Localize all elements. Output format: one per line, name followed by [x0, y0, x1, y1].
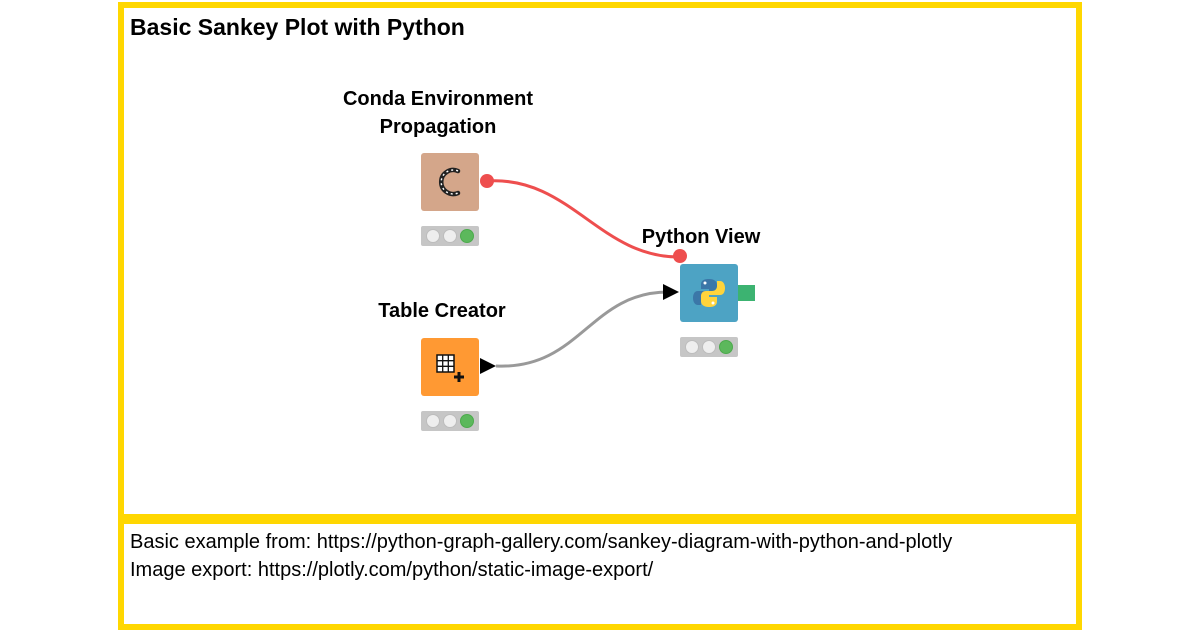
node-table-creator[interactable] [421, 338, 479, 396]
status-light-yellow [443, 229, 457, 243]
node-label-conda-line1: Conda Environment [342, 88, 534, 110]
status-light-yellow [443, 414, 457, 428]
status-light-yellow [702, 340, 716, 354]
annotation-title: Basic Sankey Plot with Python [130, 14, 465, 40]
conda-icon [439, 167, 461, 197]
status-light-red [426, 414, 440, 428]
status-light-green [460, 414, 474, 428]
conda-flow-variable-out-port[interactable] [479, 173, 497, 189]
python-data-in-port[interactable] [663, 284, 681, 301]
node-label-python-view[interactable]: Python View [641, 226, 761, 248]
python-view-out-port[interactable] [738, 285, 755, 301]
node-status-table-creator [421, 411, 479, 431]
workflow-annotation-top[interactable]: Basic Sankey Plot with Python [118, 2, 1082, 520]
flow-variable-connection[interactable] [487, 179, 681, 259]
annotation-line-export: Image export: https://plotly.com/python/… [130, 559, 654, 581]
node-status-python-view [680, 337, 738, 357]
node-label-conda-line2: Propagation [379, 116, 497, 138]
annotation-line-source: Basic example from: https://python-graph… [130, 531, 953, 553]
table-plus-icon [436, 354, 464, 382]
annotation-text: Basic example from: https://python-graph… [130, 528, 952, 584]
node-python-view[interactable] [680, 264, 738, 322]
status-light-red [685, 340, 699, 354]
status-light-red [426, 229, 440, 243]
workflow-annotation-bottom[interactable]: Basic example from: https://python-graph… [118, 518, 1082, 630]
status-light-green [460, 229, 474, 243]
table-data-out-port[interactable] [480, 358, 498, 375]
status-light-green [719, 340, 733, 354]
python-icon [693, 279, 725, 307]
node-label-conda[interactable]: Conda Environment Propagation [343, 85, 533, 141]
python-flow-variable-in-port[interactable] [671, 248, 689, 264]
node-conda-environment-propagation[interactable] [421, 153, 479, 211]
data-connection[interactable] [495, 290, 669, 368]
node-status-conda [421, 226, 479, 246]
node-label-table-creator[interactable]: Table Creator [378, 300, 506, 322]
